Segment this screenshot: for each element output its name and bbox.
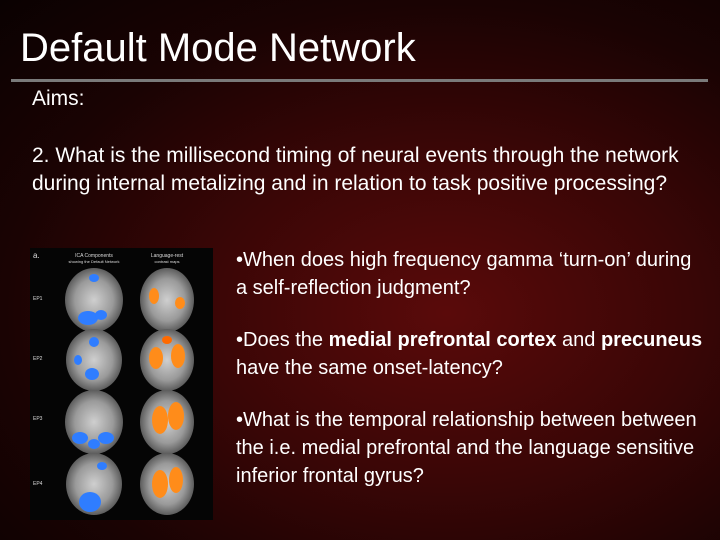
dmn-activation	[79, 492, 101, 512]
brain-slice	[66, 329, 122, 391]
brain-map-figure: a. ICA Components showing the Default Ne…	[30, 248, 213, 520]
dmn-activation	[98, 432, 114, 444]
bullet-text: have the same onset-latency?	[236, 357, 503, 379]
dmn-activation	[89, 337, 99, 347]
bullet-bold-term: medial prefrontal cortex	[328, 329, 557, 351]
dmn-activation	[88, 439, 100, 449]
bullet-text: and	[556, 329, 601, 351]
dmn-activation	[72, 432, 88, 444]
figure-col2-header-line2: contrast maps	[154, 259, 179, 264]
language-activation	[162, 336, 172, 344]
language-activation	[175, 297, 185, 309]
figure-col1-header-line1: ICA Components	[75, 253, 113, 259]
figure-row-label: EP2	[33, 356, 43, 362]
figure-panel-letter: a.	[33, 251, 40, 260]
figure-row-label: EP1	[33, 296, 43, 302]
dmn-activation	[89, 274, 99, 282]
language-activation	[171, 344, 185, 368]
language-activation	[169, 467, 183, 493]
language-activation	[168, 402, 184, 430]
dmn-activation	[74, 355, 82, 365]
dmn-activation	[97, 462, 107, 470]
aims-heading: Aims:	[32, 87, 85, 110]
figure-col1-header-line2: showing the Default Network	[69, 259, 120, 264]
language-activation	[149, 288, 159, 304]
dmn-activation	[85, 368, 99, 380]
figure-col2-header-line1: Language-rest	[151, 253, 184, 259]
bullet-bold-term: precuneus	[600, 329, 703, 351]
bullet-temporal-relationship: •What is the temporal relationship betwe…	[236, 409, 697, 487]
figure-row-label: EP3	[33, 416, 43, 422]
dmn-activation	[95, 310, 107, 320]
language-activation	[152, 406, 168, 434]
bullet-gamma-onset: •When does high frequency gamma ‘turn-on…	[236, 249, 692, 299]
language-activation	[152, 470, 168, 498]
bullet-onset-latency: •Does the medial prefrontal cortex and p…	[236, 326, 706, 382]
figure-row-label: EP4	[33, 481, 43, 487]
brain-slice	[140, 329, 194, 391]
slide-title: Default Mode Network	[20, 26, 416, 70]
brain-slice	[140, 268, 194, 332]
bullet-text: •Does the	[236, 329, 329, 351]
aims-question: 2. What is the millisecond timing of neu…	[32, 144, 679, 195]
bullet-list: •When does high frequency gamma ‘turn-on…	[236, 246, 706, 514]
language-activation	[149, 347, 163, 369]
dmn-activation	[78, 311, 98, 325]
title-divider	[11, 79, 708, 82]
